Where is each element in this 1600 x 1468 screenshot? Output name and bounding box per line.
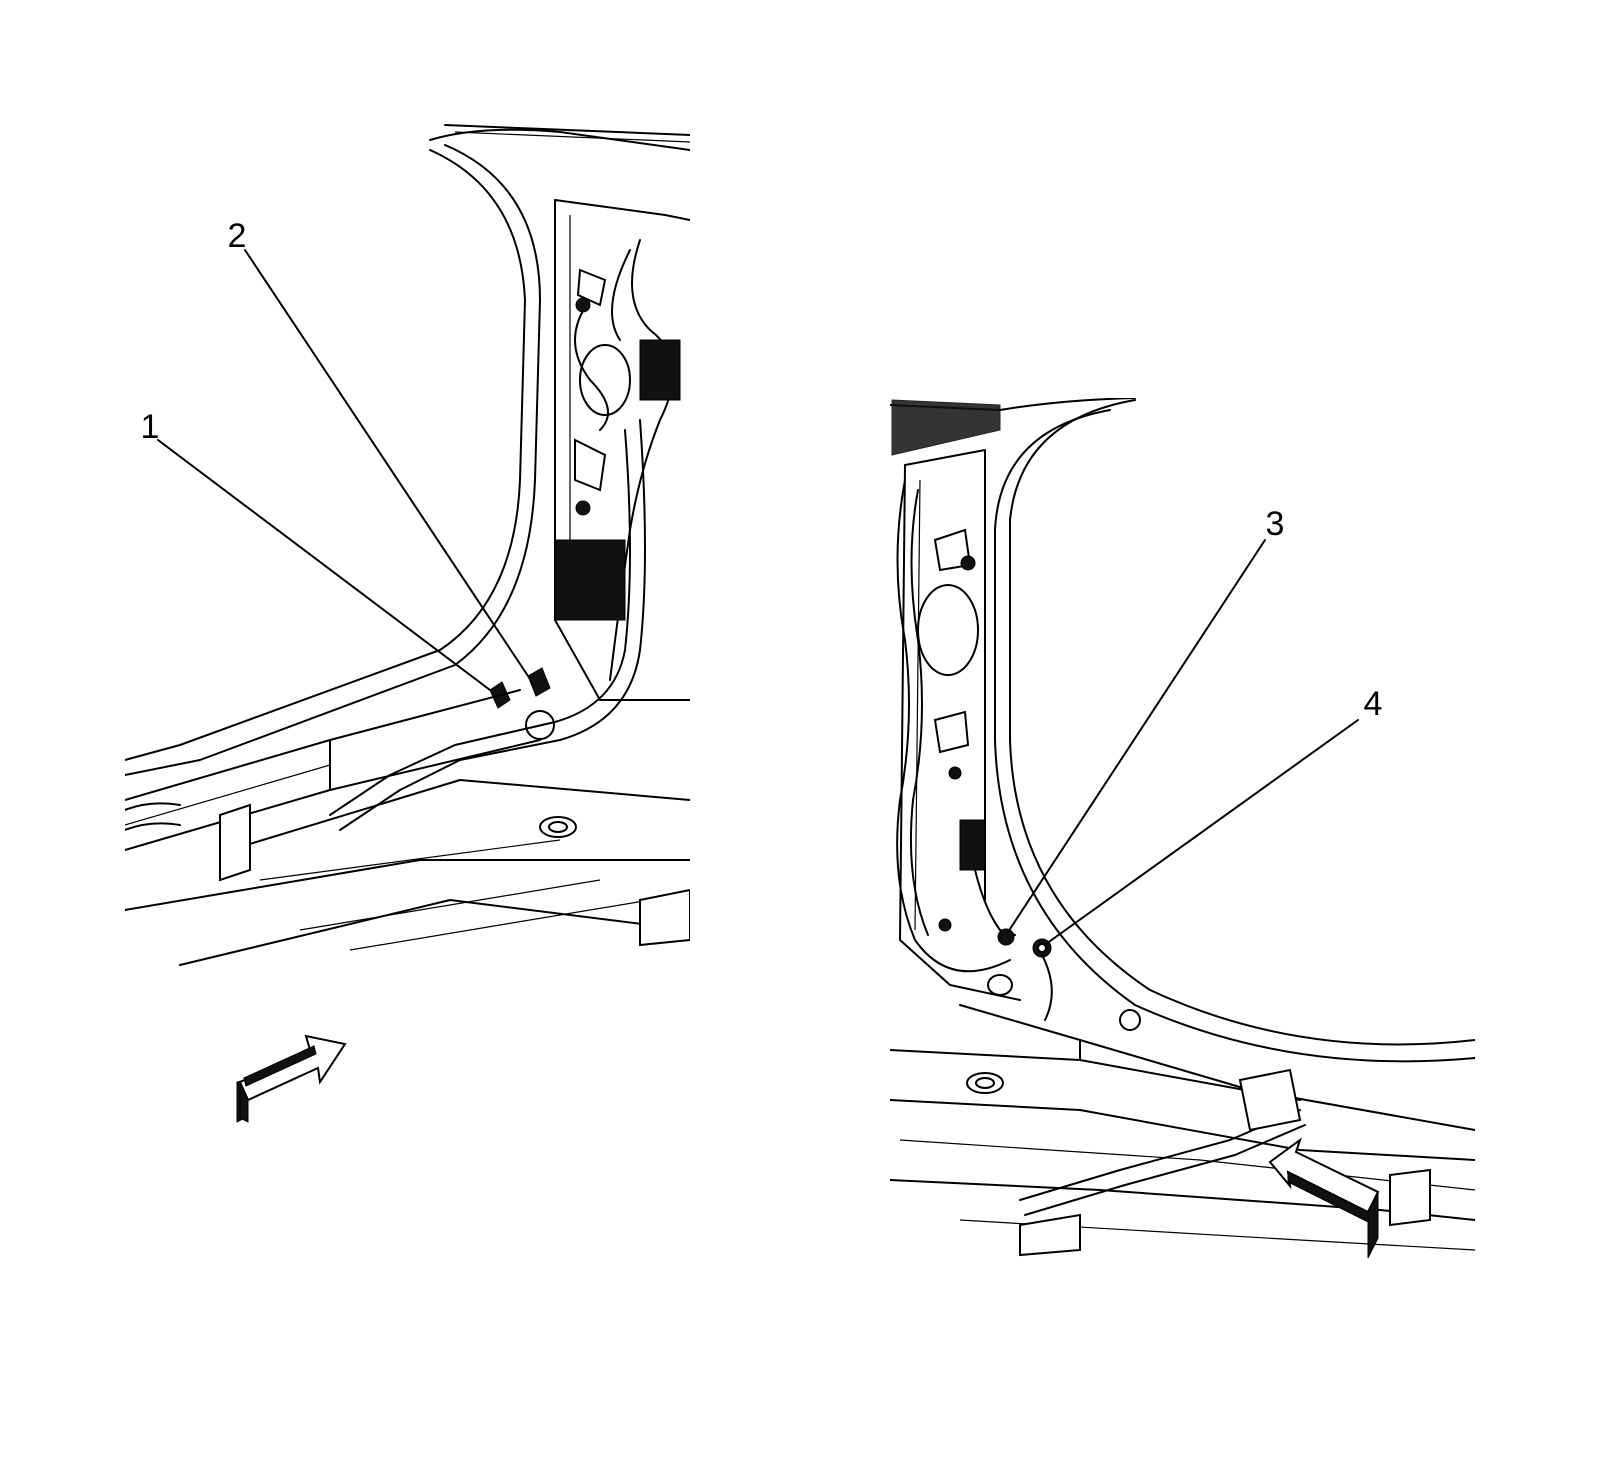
right-view: 3 4	[890, 398, 1475, 1259]
callout-2: 2	[228, 217, 247, 255]
left-illustration	[125, 124, 690, 966]
leader-line-2	[244, 249, 533, 683]
right-illustration	[890, 398, 1475, 1257]
direction-arrow-up-right-icon	[236, 1034, 347, 1123]
leader-line-1	[157, 439, 491, 691]
leader-line-3	[1007, 539, 1266, 933]
callout-1: 1	[141, 408, 160, 446]
callout-3: 3	[1266, 505, 1285, 543]
left-view: 1 2	[125, 124, 690, 1123]
leader-line-4	[1045, 719, 1359, 945]
callout-4: 4	[1364, 685, 1383, 723]
direction-arrow-up-left-icon	[1268, 1137, 1380, 1259]
